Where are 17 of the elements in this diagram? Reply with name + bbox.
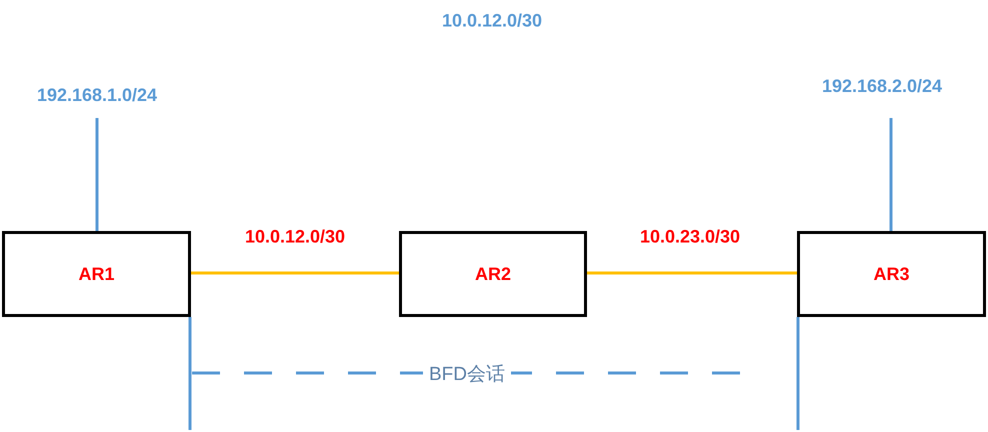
router-box: [2, 231, 191, 317]
router-name: AR3: [873, 264, 910, 284]
subnet-label: 192.168.1.0/24: [17, 80, 177, 110]
link-stub-line: [796, 317, 800, 430]
link-stub-line: [188, 317, 192, 430]
link-line: [587, 272, 797, 274]
link-line: [890, 118, 892, 231]
subnet-label: 10.0.12.0/30: [244, 226, 346, 248]
subnet-label: 10.0.12.0/30: [442, 10, 542, 32]
link-line: [191, 272, 399, 274]
router-name: AR2: [474, 264, 511, 284]
link-line: [96, 118, 98, 231]
router-box: [797, 231, 986, 317]
router-name: AR1: [78, 264, 114, 284]
subnet-label: 192.168.2.0/24: [800, 71, 964, 101]
subnet-label: 10.0.23.0/30: [640, 226, 740, 248]
router-box: [399, 231, 587, 317]
